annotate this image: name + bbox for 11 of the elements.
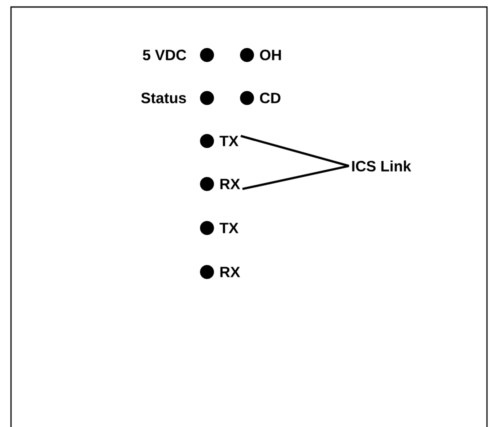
indicator-label: OH <box>260 50 281 60</box>
link-label: ICS Link <box>352 160 412 172</box>
indicator-label: RX <box>220 178 240 190</box>
indicator-label: Status <box>141 92 186 104</box>
bracket-line <box>240 134 350 168</box>
indicator-label: 5 VDC <box>142 50 186 60</box>
indicator-label: TX <box>220 136 238 146</box>
indicator-label: CD <box>260 92 280 104</box>
indicator-label: TX <box>220 222 238 234</box>
indicator-label: RX <box>220 266 240 278</box>
bracket-line <box>242 164 350 190</box>
